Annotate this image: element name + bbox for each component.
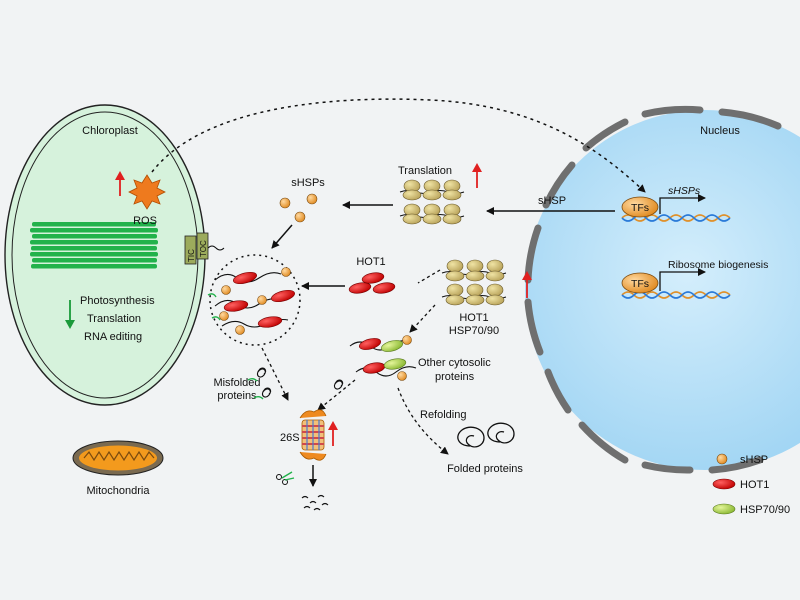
ros-retrograde-signal-arrow bbox=[151, 98, 646, 193]
shsp-particles bbox=[279, 193, 318, 223]
folded-protein-icon bbox=[457, 422, 515, 448]
chloroplast-label: Chloroplast bbox=[82, 125, 138, 137]
refolding-arrow bbox=[397, 387, 449, 455]
other-cytosolic-proteins bbox=[349, 335, 417, 381]
tic-label: TIC bbox=[187, 249, 196, 262]
hot1-proteins bbox=[348, 272, 396, 294]
transcription-arrow-shsps bbox=[659, 194, 706, 214]
hot1-translation-dash bbox=[417, 269, 441, 284]
refolding-label: Refolding bbox=[420, 409, 466, 421]
toc-label: TOC bbox=[199, 240, 208, 257]
legend-hot1-label: HOT1 bbox=[740, 479, 769, 491]
tfs-label-2: TFs bbox=[631, 278, 649, 290]
tfs-blob-2 bbox=[621, 272, 659, 294]
scissors-icon bbox=[276, 471, 295, 485]
hot1-hsp-label-line2: HSP70/90 bbox=[449, 325, 499, 337]
polysomes-shsp bbox=[399, 179, 465, 225]
ros-burst-icon bbox=[128, 174, 166, 210]
mitochondrion bbox=[72, 440, 164, 476]
process-translation: Translation bbox=[87, 313, 141, 325]
legend-shsp-swatch bbox=[716, 453, 728, 465]
polysomes-hot1 bbox=[441, 259, 507, 306]
tfs-label-1: TFs bbox=[631, 202, 649, 214]
legend-item-hot1: HOT1 bbox=[712, 478, 769, 491]
thylakoid-stack bbox=[30, 222, 158, 269]
legend-item-shsp: sHSP bbox=[716, 453, 768, 466]
nucleus-body bbox=[525, 110, 800, 470]
ribosome-biogenesis-label: Ribosome biogenesis bbox=[668, 259, 768, 271]
nucleus-label: Nucleus bbox=[700, 125, 740, 137]
toc-tic-complex: TIC TOC bbox=[184, 232, 225, 265]
chloroplast: Chloroplast ROS Photosynthesis Translati… bbox=[4, 104, 225, 406]
hot1-hsp-label-line1: HOT1 bbox=[459, 312, 488, 324]
proteasome-26s bbox=[299, 409, 327, 461]
process-photosynthesis: Photosynthesis bbox=[80, 295, 155, 307]
translation-up-arrow bbox=[472, 163, 482, 188]
other-proteins-label-line2: proteins bbox=[435, 371, 475, 383]
tfs-blob-1 bbox=[621, 196, 659, 218]
hot1-label: HOT1 bbox=[356, 256, 385, 268]
shsps-gene-label: sHSPs bbox=[668, 185, 701, 197]
proteasome-up-arrow bbox=[328, 421, 338, 446]
legend: sHSP HOT1 HSP70/90 bbox=[712, 453, 790, 516]
nucleus: Nucleus sHSPs TFs Ribosome biogenesis TF… bbox=[524, 105, 800, 474]
transcription-arrow-ribosome bbox=[659, 268, 706, 291]
legend-shsp-label: sHSP bbox=[740, 454, 768, 466]
complex-to-proteasome-arrow bbox=[261, 347, 289, 401]
hsp-to-cytosolic-proteins-arrow bbox=[409, 304, 436, 333]
mitochondria-label: Mitochondria bbox=[87, 485, 151, 497]
translation-label: Translation bbox=[398, 165, 452, 177]
folded-proteins-label: Folded proteins bbox=[447, 463, 523, 475]
proteasome-label: 26S bbox=[280, 432, 300, 444]
ros-up-arrow bbox=[115, 171, 125, 196]
legend-hsp-label: HSP70/90 bbox=[740, 504, 790, 516]
misfolded-label-line2: proteins bbox=[217, 390, 257, 402]
peptide-fragments-icon bbox=[301, 494, 329, 511]
cytosolic-to-proteasome-arrow bbox=[317, 379, 356, 411]
legend-hsp-swatch bbox=[712, 503, 736, 515]
misfolded-protein-icons bbox=[247, 367, 344, 400]
legend-item-hsp: HSP70/90 bbox=[712, 503, 790, 516]
other-proteins-label-line1: Other cytosolic bbox=[418, 357, 491, 369]
shsps-to-complex-arrow bbox=[271, 224, 293, 249]
shsps-label: sHSPs bbox=[291, 177, 325, 189]
ros-label: ROS bbox=[133, 215, 157, 227]
hot1-translation-up-arrow bbox=[522, 271, 532, 298]
legend-hot1-swatch bbox=[712, 478, 736, 490]
processes-down-arrow bbox=[65, 300, 75, 329]
process-rna-editing: RNA editing bbox=[84, 331, 142, 343]
shsp-mrna-label: sHSP bbox=[538, 195, 566, 207]
chaperone-complex bbox=[207, 254, 301, 346]
